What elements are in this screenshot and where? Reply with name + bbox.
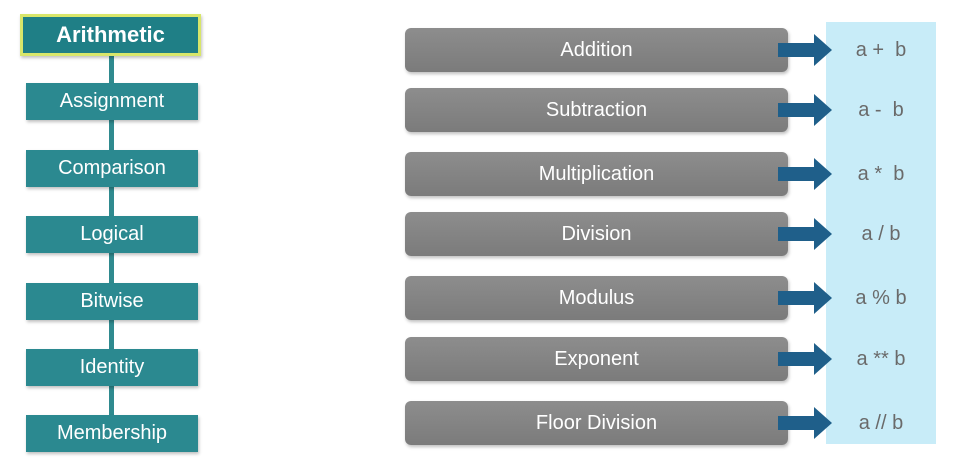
operator-expression: a % b <box>855 286 907 309</box>
arrow-right-icon <box>778 218 832 250</box>
operator-floor-division-button[interactable]: Floor Division <box>405 401 788 445</box>
operator-row-modulus: Modulus a % b <box>0 276 962 322</box>
operator-expression: a + b <box>855 38 907 61</box>
operator-expression: a // b <box>858 411 904 434</box>
operator-expression: a - b <box>858 98 904 121</box>
operator-label: Exponent <box>554 347 639 370</box>
category-bitwise[interactable]: Bitwise <box>26 283 198 320</box>
operator-expression: a / b <box>861 222 901 245</box>
operator-division-button[interactable]: Division <box>405 212 788 256</box>
arrow-right-icon <box>778 94 832 126</box>
operator-modulus-button[interactable]: Modulus <box>405 276 788 320</box>
category-label: Comparison <box>58 157 166 179</box>
category-logical[interactable]: Logical <box>26 216 198 253</box>
category-label: Logical <box>80 223 144 245</box>
category-label: Arithmetic <box>56 22 165 47</box>
category-identity[interactable]: Identity <box>26 349 198 386</box>
operator-row-subtraction: Subtraction a - b <box>0 88 962 134</box>
arrow-right-icon <box>778 282 832 314</box>
operator-row-addition: Addition a + b <box>0 28 962 74</box>
operator-row-exponent: Exponent a ** b <box>0 337 962 383</box>
operator-exponent-button[interactable]: Exponent <box>405 337 788 381</box>
operator-row-floor-division: Floor Division a // b <box>0 401 962 447</box>
operator-label: Division <box>561 222 632 245</box>
operator-multiplication-button[interactable]: Multiplication <box>405 152 788 196</box>
arrow-right-icon <box>778 158 832 190</box>
arrow-right-icon <box>778 407 832 439</box>
category-membership[interactable]: Membership <box>26 415 198 452</box>
operator-label: Addition <box>560 38 633 61</box>
operator-subtraction-button[interactable]: Subtraction <box>405 88 788 132</box>
category-label: Bitwise <box>80 290 144 312</box>
operator-label: Floor Division <box>535 411 658 434</box>
category-label: Membership <box>56 422 168 444</box>
category-arithmetic[interactable]: Arithmetic <box>20 14 201 56</box>
category-label: Identity <box>79 356 145 378</box>
operator-expression: a * b <box>857 162 905 185</box>
operator-addition-button[interactable]: Addition <box>405 28 788 72</box>
expression-panel <box>826 22 936 444</box>
operator-label: Multiplication <box>538 162 655 185</box>
operator-expression: a ** b <box>856 347 906 370</box>
operator-label: Modulus <box>558 286 635 309</box>
arrow-right-icon <box>778 343 832 375</box>
arrow-right-icon <box>778 34 832 66</box>
operator-row-division: Division a / b <box>0 212 962 258</box>
operator-row-multiplication: Multiplication a * b <box>0 152 962 198</box>
operator-label: Subtraction <box>545 98 648 121</box>
category-assignment[interactable]: Assignment <box>26 83 198 120</box>
category-comparison[interactable]: Comparison <box>26 150 198 187</box>
category-label: Assignment <box>59 90 165 112</box>
